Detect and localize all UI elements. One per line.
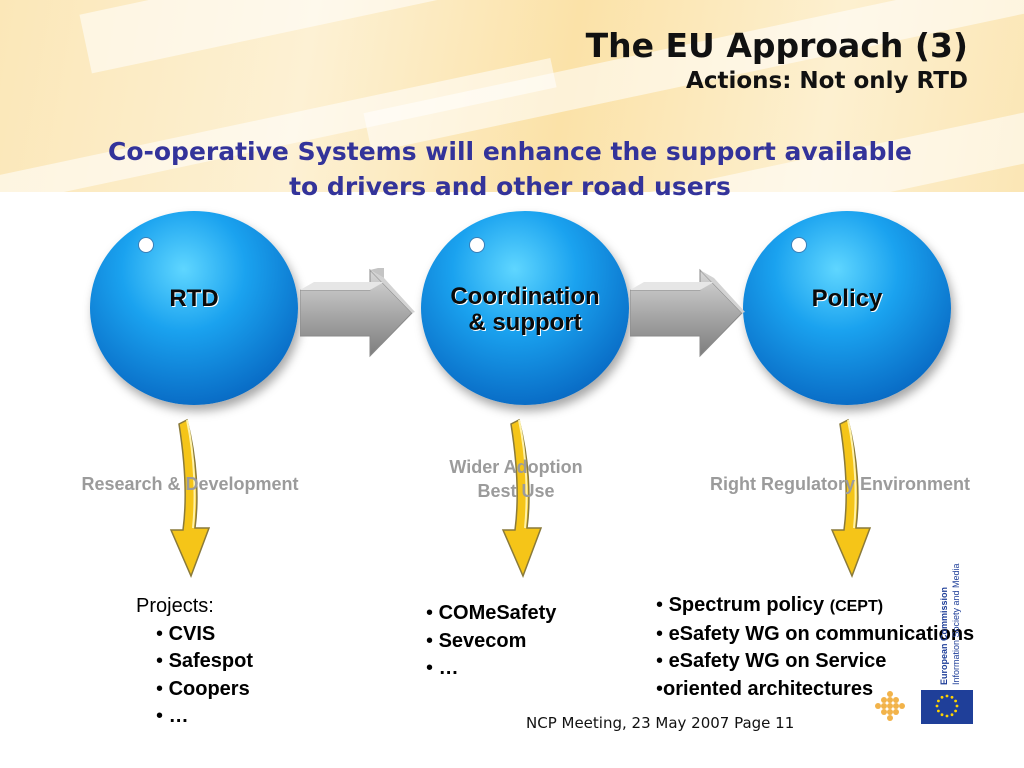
policy-label: Policy xyxy=(811,285,883,312)
caption-regulatory: Right Regulatory Environment xyxy=(709,474,970,494)
list-item: • Sevecom xyxy=(426,629,527,652)
yellow-down-arrow-icon xyxy=(169,418,211,578)
headline-line1: Co-operative Systems will enhance the su… xyxy=(107,137,913,166)
list-item: • eSafety WG on communications xyxy=(656,622,975,645)
policy-sphere: Policy xyxy=(743,211,951,405)
coordination-sphere: Coordination & support xyxy=(421,211,629,405)
projects-list: Projects: • CVIS • Safespot • Coopers • … xyxy=(136,593,253,731)
caption-research: Research & Development xyxy=(81,474,299,494)
policy-list: • Spectrum policy (CEPT) • eSafety WG on… xyxy=(656,592,974,703)
center-list: • COMeSafety • Sevecom • … xyxy=(426,600,556,683)
header-band xyxy=(0,0,1024,192)
list-item: • CVIS xyxy=(156,622,216,645)
yellow-down-arrow-icon xyxy=(830,418,872,578)
list-item: • COMeSafety xyxy=(426,602,557,624)
slide-subtitle: Actions: Not only RTD xyxy=(686,68,968,94)
yellow-down-arrow-icon xyxy=(501,418,543,578)
sphere-highlight xyxy=(791,237,807,253)
headline-line2: to drivers and other road users xyxy=(289,172,731,201)
list-item: • eSafety WG on Service xyxy=(656,650,887,672)
slide-title: The EU Approach (3) xyxy=(585,26,968,65)
logo-line2: Information Society and Media xyxy=(951,563,961,685)
caption-center-line2: Best Use xyxy=(477,481,555,501)
footer-text: NCP Meeting, 23 May 2007 Page 11 xyxy=(526,714,795,732)
eu-flag-icon xyxy=(921,690,973,724)
coordination-label-line1: Coordination xyxy=(450,283,600,310)
list-item: • Spectrum policy (CEPT) xyxy=(656,594,884,616)
decorative-dots-icon xyxy=(875,691,905,721)
sphere-highlight xyxy=(469,237,485,253)
caption-center-line1: Wider Adoption xyxy=(449,457,583,477)
logo-line1: European Commission xyxy=(939,587,949,685)
coordination-label: Coordination & support xyxy=(421,284,629,336)
sphere-highlight xyxy=(138,237,154,253)
list-item: • … xyxy=(156,705,189,727)
headline: Co-operative Systems will enhance the su… xyxy=(30,134,990,204)
caption-wider-adoption: Wider Adoption Best Use xyxy=(416,455,616,503)
gray-arrow-icon xyxy=(300,268,415,358)
rtd-label: RTD xyxy=(169,285,219,312)
list-item: • Coopers xyxy=(156,677,250,700)
european-commission-logo: European Commission Information Society … xyxy=(939,563,961,685)
projects-label: Projects: xyxy=(136,595,214,617)
list-item: • … xyxy=(426,657,459,679)
list-item: •oriented architectures xyxy=(656,677,874,700)
gray-arrow-icon xyxy=(630,268,745,358)
coordination-label-line2: & support xyxy=(468,309,582,336)
list-item: • Safespot xyxy=(156,650,254,672)
rtd-sphere: RTD xyxy=(90,211,298,405)
